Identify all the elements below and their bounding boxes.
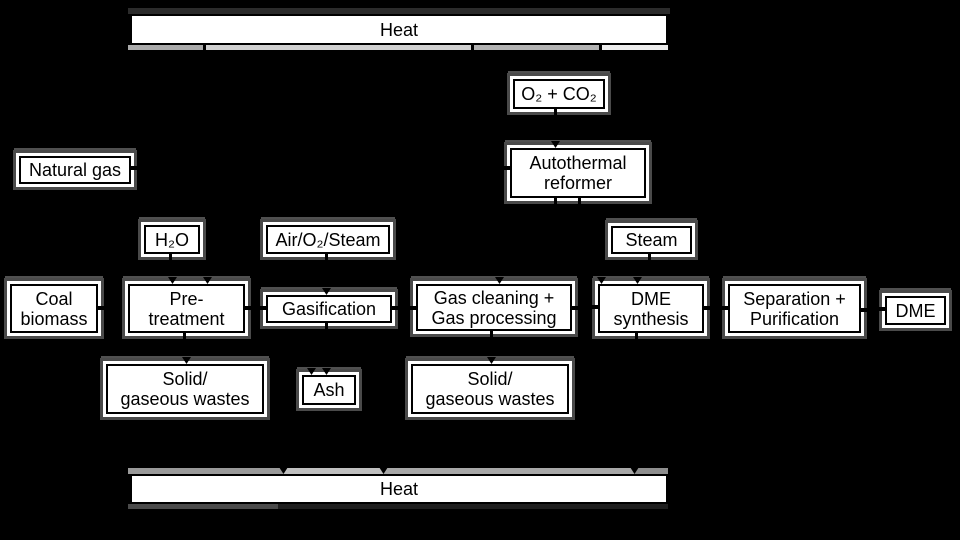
arrowhead-down-icon	[551, 141, 560, 148]
node-gas-cleaning-processing: Gas cleaning + Gas processing	[416, 284, 572, 331]
node-label: Gasification	[281, 299, 377, 319]
node-label-line1: Solid/	[162, 369, 208, 389]
heat-top-shadow-seg4	[601, 45, 668, 50]
arrowhead-down-icon	[597, 277, 606, 284]
arrow-line-tick	[131, 166, 138, 170]
node-heat-bottom: Heat	[130, 474, 668, 504]
node-label-line2: gaseous wastes	[425, 389, 555, 409]
arrowhead-down-icon	[322, 368, 331, 375]
node-dme-synthesis: DME synthesis	[598, 284, 704, 333]
arrow-line-tick	[98, 306, 106, 310]
node-wastes-gascleaning: Solid/ gaseous wastes	[411, 364, 569, 414]
node-o2-co2: O₂ + CO₂	[513, 79, 605, 109]
arrow-line-tick	[572, 306, 580, 310]
arrowhead-down-icon	[168, 277, 177, 284]
node-label: Natural gas	[28, 160, 122, 180]
arrowhead-down-icon	[307, 368, 316, 375]
arrowhead-down-icon	[182, 357, 191, 364]
node-label-line2: reformer	[543, 173, 612, 193]
arrow-line-tick	[325, 254, 328, 261]
heat-top-shadow-seg3	[473, 45, 601, 50]
node-label-line1: DME	[631, 288, 671, 309]
node-coal-biomass: Coal biomass	[10, 284, 98, 333]
node-label-line2: treatment	[148, 308, 225, 329]
node-label-line1: Solid/	[467, 369, 513, 389]
arrowhead-down-icon	[495, 277, 504, 284]
arrowhead-down-icon	[633, 277, 642, 284]
node-steam: Steam	[611, 226, 692, 254]
node-label-line2: gaseous wastes	[120, 389, 250, 409]
node-label: Heat	[379, 19, 419, 40]
node-label-line2: Purification	[749, 308, 840, 329]
node-gasification: Gasification	[266, 295, 392, 323]
arrowhead-down-icon	[203, 277, 212, 284]
node-label-line1: Gas cleaning +	[433, 287, 555, 308]
heat-bottom-shadow-seg2	[283, 468, 383, 474]
node-natural-gas: Natural gas	[19, 156, 131, 184]
node-heat-top: Heat	[130, 14, 668, 45]
heat-top-shadow-seg1	[128, 45, 205, 50]
heat-bottom-shadow-lower1	[128, 504, 278, 509]
node-label-line1: Autothermal	[529, 153, 627, 173]
node-label-line1: Coal	[35, 288, 73, 309]
arrow-line-tick	[203, 44, 206, 51]
node-label-line1: Pre-	[169, 288, 204, 309]
arrowhead-down-icon	[379, 467, 388, 474]
arrow-line-tick	[409, 306, 416, 310]
node-label: H₂O	[155, 229, 189, 250]
arrow-line-tick	[861, 308, 869, 312]
arrow-line-tick	[325, 323, 328, 331]
node-label-line1: Separation +	[743, 288, 846, 309]
node-ash: Ash	[302, 375, 356, 405]
arrow-line-tick	[259, 306, 266, 310]
node-label: Heat	[379, 479, 419, 499]
node-label: DME	[895, 300, 936, 321]
arrowhead-down-icon	[279, 467, 288, 474]
heat-bottom-shadow-seg1	[128, 468, 283, 474]
arrow-line-tick	[490, 331, 493, 339]
arrow-line-tick	[554, 109, 557, 117]
arrow-line-tick	[503, 166, 510, 170]
heat-bottom-shadow-lower2	[278, 504, 668, 509]
arrow-line-tick	[169, 254, 172, 261]
arrow-line-tick	[704, 306, 712, 310]
node-autothermal-reformer: Autothermal reformer	[510, 148, 646, 198]
arrow-line-tick	[591, 305, 598, 309]
arrowhead-down-icon	[322, 288, 331, 295]
arrow-line-tick	[471, 44, 474, 51]
node-wastes-pretreatment: Solid/ gaseous wastes	[106, 364, 264, 414]
arrow-line-tick	[648, 254, 651, 261]
arrow-line-tick	[599, 44, 602, 51]
arrow-line-tick	[392, 306, 400, 310]
node-separation-purification: Separation + Purification	[728, 284, 861, 333]
node-pre-treatment: Pre- treatment	[128, 284, 245, 333]
arrow-line-tick	[721, 306, 728, 310]
node-label: Air/O₂/Steam	[275, 229, 381, 250]
arrow-line-tick	[183, 333, 186, 341]
arrow-line-tick	[245, 306, 253, 310]
heat-bottom-shadow-seg4	[634, 468, 668, 474]
arrowhead-down-icon	[487, 357, 496, 364]
node-h2o: H₂O	[144, 225, 200, 254]
arrow-line-tick	[554, 198, 557, 206]
node-label: Steam	[625, 230, 678, 250]
node-dme-product: DME	[885, 296, 946, 325]
heat-top-shadow-seg2	[205, 45, 473, 50]
node-air-o2-steam: Air/O₂/Steam	[266, 225, 390, 254]
arrow-line-tick	[635, 333, 638, 341]
node-label-line2: Gas processing	[431, 307, 557, 328]
arrowhead-down-icon	[630, 467, 639, 474]
node-label-line2: biomass	[20, 308, 88, 329]
heat-bottom-shadow-seg3	[383, 468, 634, 474]
arrow-line-tick	[578, 198, 581, 206]
heat-top-shadow-upper	[128, 8, 670, 14]
node-label: O₂ + CO₂	[521, 84, 597, 104]
node-label: Ash	[313, 380, 345, 400]
node-label-line2: synthesis	[613, 308, 689, 329]
arrow-line-tick	[878, 307, 885, 311]
